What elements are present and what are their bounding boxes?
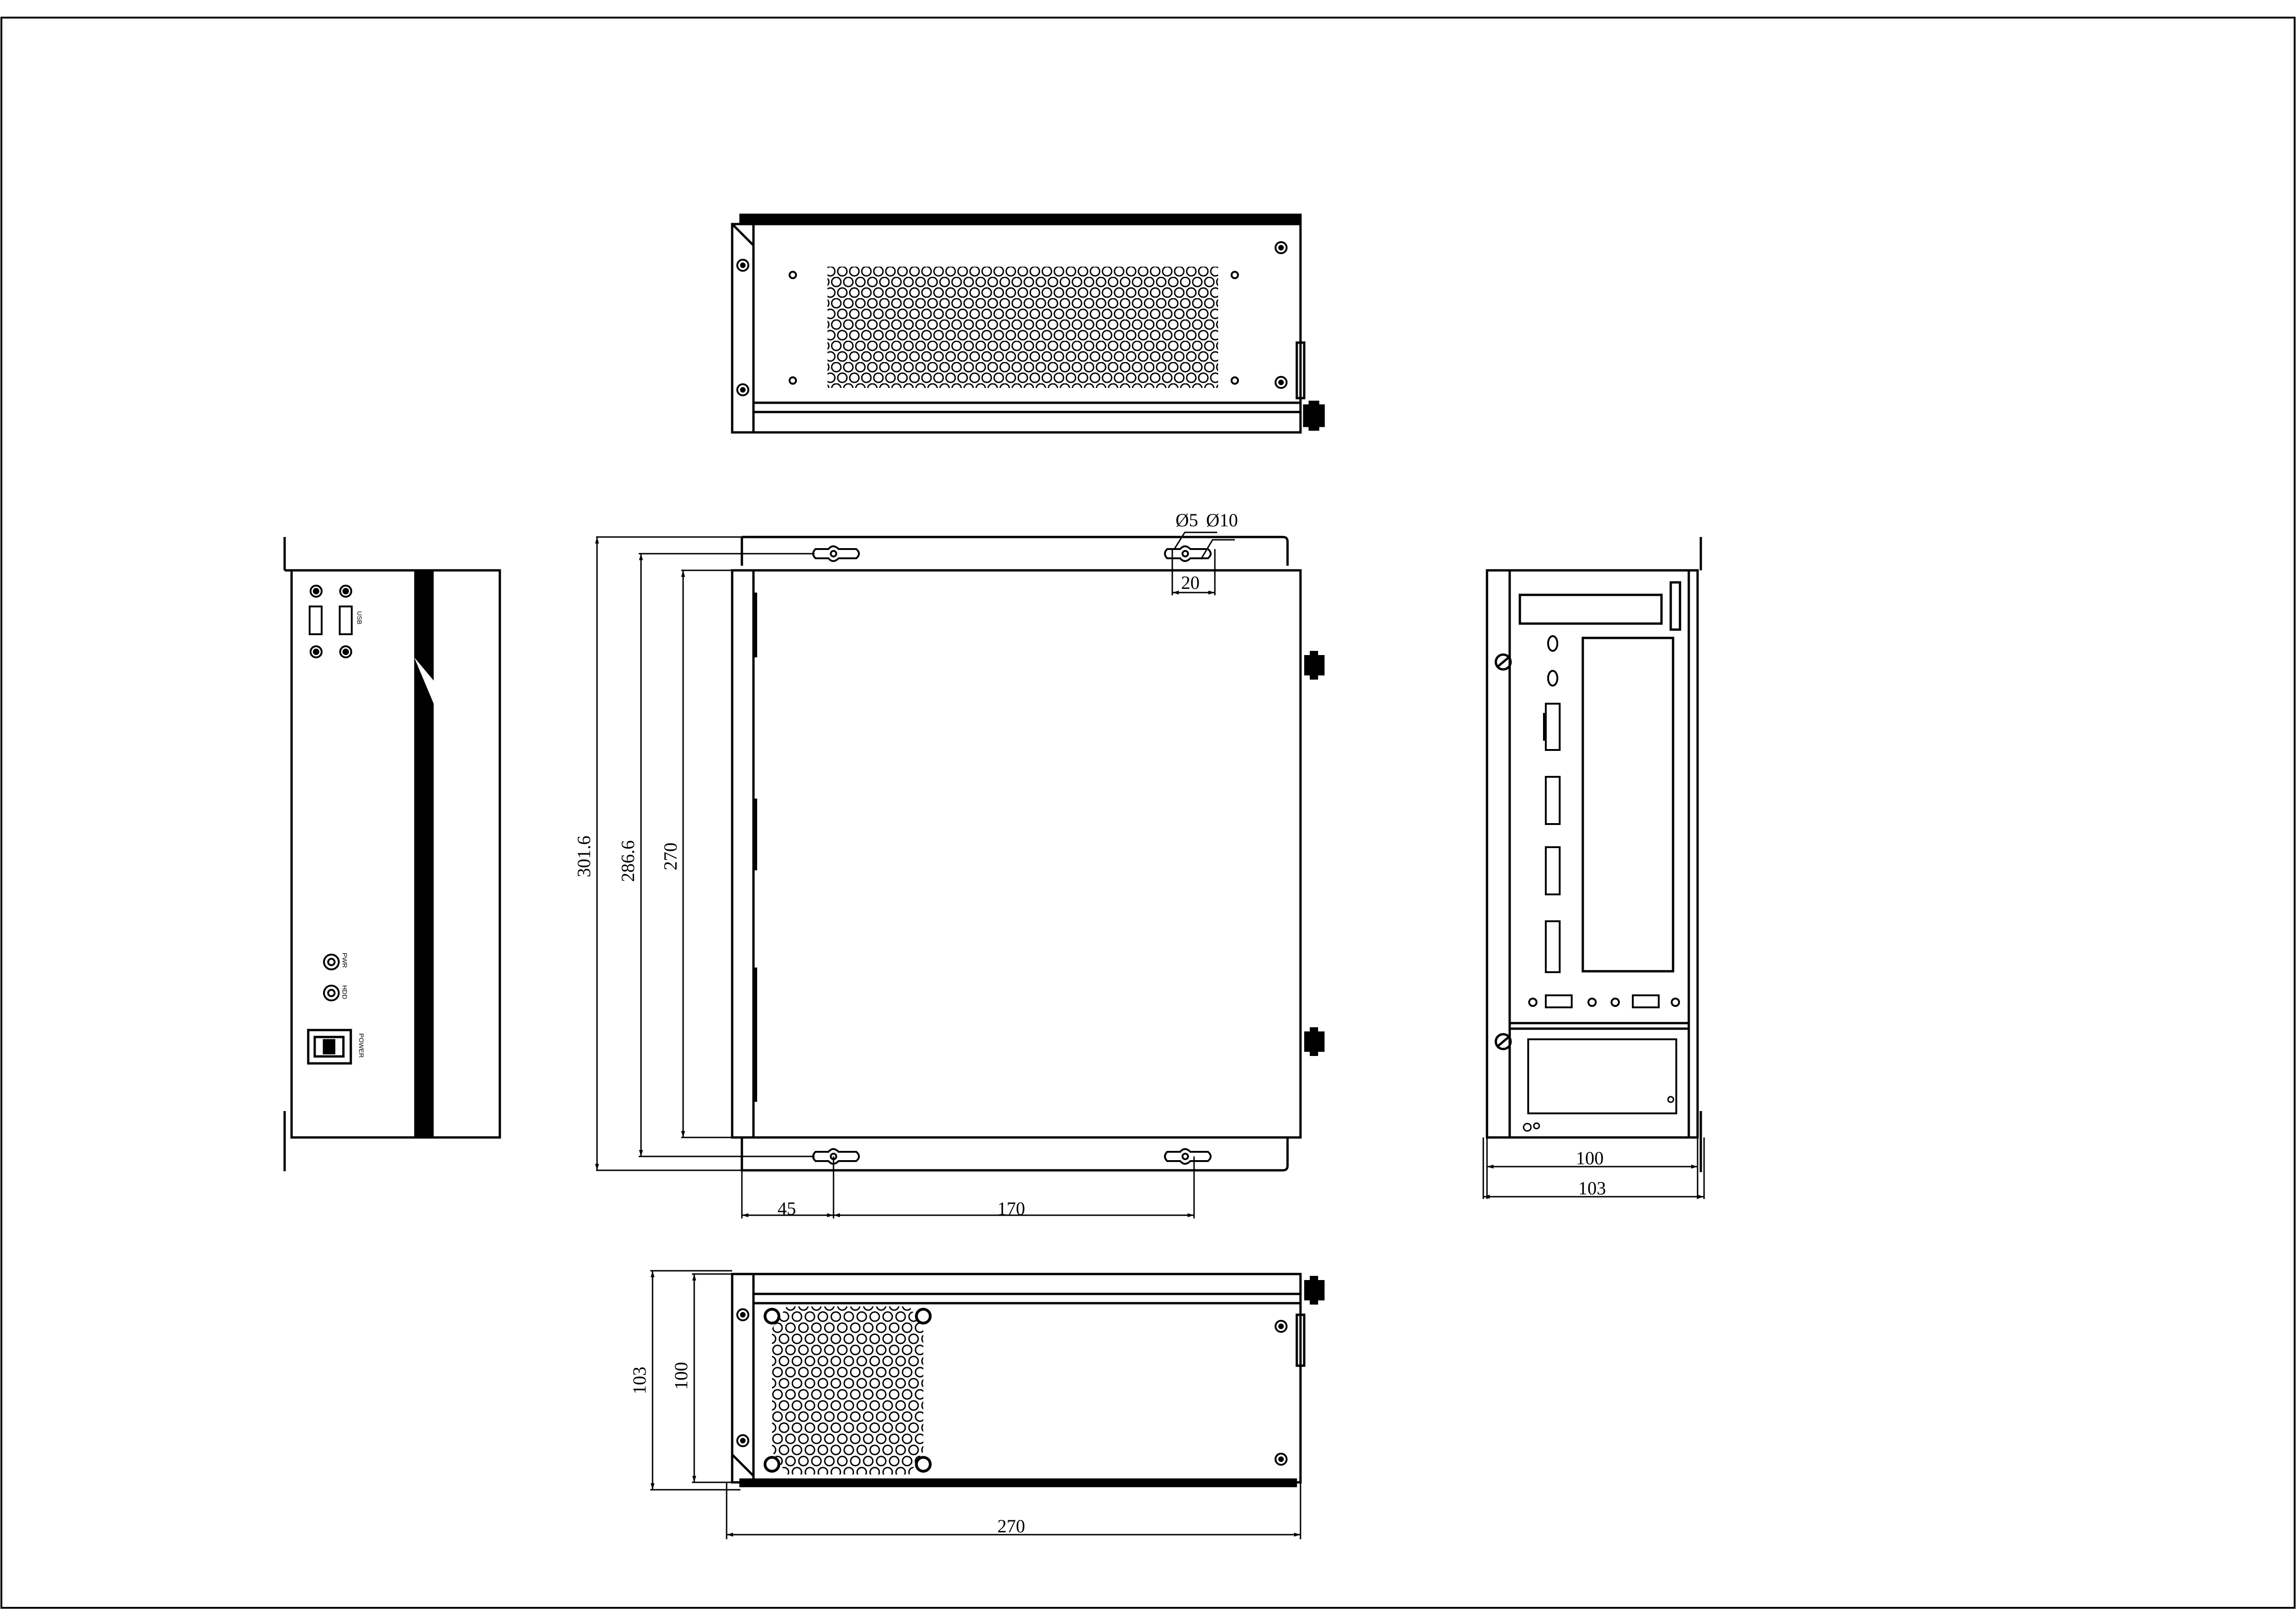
usb-label: USB	[356, 611, 363, 625]
top-view-thumbscrew-icon	[1303, 400, 1325, 431]
mounting-plate	[740, 536, 1289, 1172]
keyhole-slot-icon	[1164, 1148, 1212, 1165]
top-view-top-rail	[739, 213, 1302, 225]
dim-large-hole: Ø10	[1206, 510, 1238, 531]
sheet-border	[0, 17, 2296, 1609]
dim-mount-height: 286.6	[617, 840, 638, 882]
usb-port-icon	[309, 585, 353, 658]
dim-slot-offset: 45	[778, 1198, 796, 1219]
fan-grille-corner-hole-icon	[764, 1308, 932, 1473]
pwr-led-icon	[323, 954, 340, 970]
plan-view-dimension-lines	[595, 531, 1235, 1218]
keyhole-slot-icon	[1164, 545, 1212, 562]
dim-body-width: 100	[1576, 1148, 1604, 1168]
side-view	[650, 1270, 1325, 1539]
dim-side-overall-height: 103	[629, 1367, 650, 1394]
top-view-screw-icon	[736, 241, 1288, 396]
side-view-screw-icon	[736, 1308, 1288, 1466]
psu-plate	[1527, 1038, 1677, 1114]
rear-view-dimension-lines	[1482, 1137, 1705, 1199]
rear-panel	[1486, 569, 1699, 1139]
side-view-bottom-rail	[739, 1478, 1297, 1487]
front-panel-accent-stripe	[414, 570, 434, 1137]
hdd-led-icon	[323, 985, 340, 1001]
plan-view-thumbscrew-icon	[1304, 651, 1325, 1056]
rear-port-icon	[1528, 635, 1680, 1008]
side-view-thumbscrew-icon	[1304, 1276, 1325, 1305]
keyhole-slot-icon	[812, 545, 860, 562]
power-label: POWER	[358, 1033, 365, 1058]
fan-vent-grille	[772, 1306, 923, 1474]
top-view-vent-grille	[828, 267, 1218, 388]
dim-side-length: 270	[997, 1516, 1025, 1537]
dim-side-body-height: 100	[671, 1362, 691, 1390]
plan-view	[595, 531, 1325, 1218]
dim-body-height: 270	[660, 843, 681, 870]
dim-total-height: 301.6	[573, 836, 594, 877]
dim-small-hole: Ø5	[1176, 510, 1198, 531]
top-view-body	[731, 223, 1302, 434]
psu-plate-screw-icon	[1523, 1096, 1674, 1132]
pwr-label: PWR	[341, 953, 348, 968]
front-view	[283, 537, 501, 1171]
dim-overall-width: 103	[1578, 1178, 1606, 1199]
dim-slot-length: 20	[1181, 572, 1200, 593]
expansion-slot-opening	[1581, 637, 1674, 973]
side-view-dimension-lines	[650, 1270, 1301, 1539]
plan-view-body	[731, 569, 1302, 1139]
hdd-label: HDD	[341, 985, 348, 999]
dim-slot-spacing: 170	[997, 1198, 1025, 1219]
front-panel	[290, 569, 501, 1139]
power-switch-icon	[307, 1029, 352, 1065]
keyhole-slot-icon	[812, 1148, 860, 1165]
top-view	[731, 213, 1325, 434]
rear-view	[1482, 537, 1705, 1199]
expansion-slot-cover	[1518, 593, 1663, 625]
rear-screw-icon	[1494, 653, 1512, 1050]
